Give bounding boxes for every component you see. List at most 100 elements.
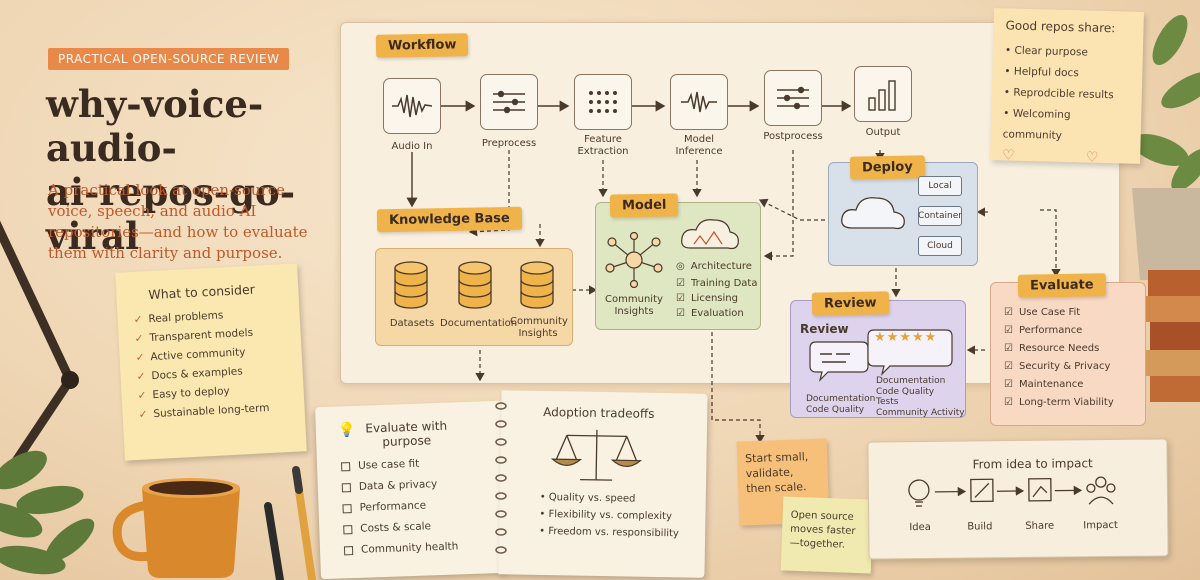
title-line-2: ai-repos-go-viral [46, 170, 296, 258]
step-model-inference[interactable] [670, 74, 728, 130]
evaluate-item[interactable]: ☑Long-term Viability [1004, 394, 1114, 412]
model-label: Model [609, 193, 679, 218]
kb-item-datasets: Datasets [389, 318, 435, 329]
check-icon: ☑ [676, 293, 685, 304]
step-label-feature-extraction: Feature Extraction [577, 134, 629, 157]
model-hub-label: Community Insights [605, 294, 663, 317]
model-item: ☑Licensing [676, 293, 738, 304]
deploy-target-cloud[interactable]: Cloud [918, 236, 962, 256]
step-audio-in[interactable] [383, 78, 441, 134]
checkmark-icon: ✓ [138, 408, 148, 421]
notebook-spiral [495, 402, 507, 554]
step-preprocess[interactable] [480, 74, 538, 130]
impact-heading: From idea to impact [972, 456, 1093, 472]
notebook-left-item[interactable]: Community health [343, 535, 507, 562]
kb-item-community-insights: Community Insights [510, 316, 568, 339]
plant-left-icon [0, 450, 95, 575]
share-icon [1028, 477, 1052, 502]
evaluate-item[interactable]: ☑Performance [1004, 322, 1114, 340]
impact-step-idea: Idea [909, 521, 931, 534]
model-list: ◎Architecture ☑Training Data ☑Licensing … [676, 258, 757, 321]
evaluate-item[interactable]: ☑Maintenance [1004, 376, 1114, 394]
checkbox-icon [343, 546, 354, 556]
waveform-icon [392, 94, 433, 118]
evaluate-item[interactable]: ☑Resource Needs [1004, 340, 1114, 358]
tradeoff-item: Freedom vs. responsibility [539, 523, 705, 543]
database-icon [394, 261, 428, 309]
review-left-item: Documentation [806, 394, 876, 404]
review-right-item: Community Activity [876, 407, 965, 418]
step-postprocess[interactable] [764, 70, 822, 126]
category-tag: PRACTICAL OPEN-SOURCE REVIEW [48, 48, 290, 70]
check-icon: ☑ [676, 308, 685, 319]
evaluate-list: ☑Use Case Fit ☑Performance ☑Resource Nee… [1004, 304, 1114, 412]
review-right-item: Documentation [876, 376, 946, 386]
impact-step-build: Build [967, 521, 993, 533]
kb-item-documentation: Documentation [440, 318, 518, 329]
review-right-list: Documentation Code Quality Tests Communi… [876, 376, 965, 418]
review-left-list: Documentation Code Quality [806, 394, 875, 416]
cloud-icon [841, 197, 905, 230]
database-icons [394, 261, 554, 309]
step-label-output: Output [865, 127, 901, 138]
model-item: ◎Architecture [676, 258, 757, 276]
step-feature-extraction[interactable] [574, 74, 632, 130]
check-icon: ☑ [1004, 379, 1013, 390]
review-heading: Review [800, 322, 849, 336]
coffee-mug-icon [112, 478, 240, 578]
review-right-item: Code Quality [876, 386, 935, 397]
step-label-preprocess: Preprocess [481, 138, 537, 149]
check-icon: ☑ [676, 278, 685, 289]
good-repos-heading: Good repos share: [1005, 18, 1116, 36]
sliders-icon [777, 86, 809, 110]
model-panel [595, 202, 761, 330]
impact-step-share: Share [1025, 520, 1055, 532]
checkmark-icon: ✓ [137, 389, 147, 402]
lightbulb-icon: 💡 [337, 421, 356, 439]
check-icon: ☑ [1004, 343, 1013, 354]
network-hub-icon [605, 232, 663, 288]
lightbulb-icon [908, 479, 930, 507]
step-label-audio-in: Audio In [391, 141, 433, 152]
good-repos-item: Welcoming community [1002, 103, 1129, 148]
balance-scale-icon [550, 429, 643, 481]
books-icon [1144, 270, 1200, 402]
open-source-note: Open source moves faster—together. [780, 496, 874, 574]
pens-icon [264, 466, 316, 580]
lamp-joint-icon [61, 371, 79, 389]
title-line-1: why-voice-audio- [46, 82, 264, 170]
star-rating: ★★★★★ [874, 330, 938, 345]
database-icon [520, 261, 554, 309]
build-icon [970, 478, 994, 503]
checkbox-icon [340, 462, 351, 472]
deploy-label: Deploy [849, 155, 925, 180]
deploy-target-local[interactable]: Local [918, 176, 962, 196]
workflow-label: Workflow [375, 33, 469, 58]
database-icon [458, 261, 492, 309]
idea-to-impact-card: From idea to impact Idea Build Share Imp… [867, 438, 1169, 560]
evaluate-item[interactable]: ☑Use Case Fit [1004, 304, 1114, 322]
check-icon: ☑ [1004, 361, 1013, 372]
checkmark-icon: ✓ [134, 332, 144, 345]
checkmark-icon: ✓ [135, 351, 145, 364]
waveform-icon [681, 91, 717, 113]
step-output[interactable] [854, 66, 912, 122]
notebook-right-page: Adoption tradeoffs Quality vs. speed Fle… [498, 390, 708, 578]
evaluate-label: Evaluate [1017, 273, 1106, 298]
notebook-left-heading: 💡 Evaluate with purpose [337, 418, 448, 449]
check-icon: ☑ [1004, 325, 1013, 336]
notebook-right-list: Quality vs. speed Flexibility vs. comple… [499, 488, 706, 543]
chat-bubbles-icon [809, 329, 953, 382]
heart-icons: ♡ ♡ [1001, 147, 1099, 166]
impact-labels: Idea Build Share Impact [869, 519, 1167, 538]
check-icon: ☑ [1004, 397, 1013, 408]
notebook-left-page: 💡 Evaluate with purpose Use case fit Dat… [315, 400, 507, 580]
deploy-target-container[interactable]: Container [918, 206, 962, 226]
evaluate-item[interactable]: ☑Security & Privacy [1004, 358, 1114, 376]
people-icon [1086, 476, 1116, 505]
notebook-right-heading: Adoption tradeoffs [543, 404, 655, 421]
impact-flow [908, 476, 1116, 507]
bar-chart-icon [868, 80, 896, 111]
model-item: ☑Training Data [676, 278, 758, 289]
